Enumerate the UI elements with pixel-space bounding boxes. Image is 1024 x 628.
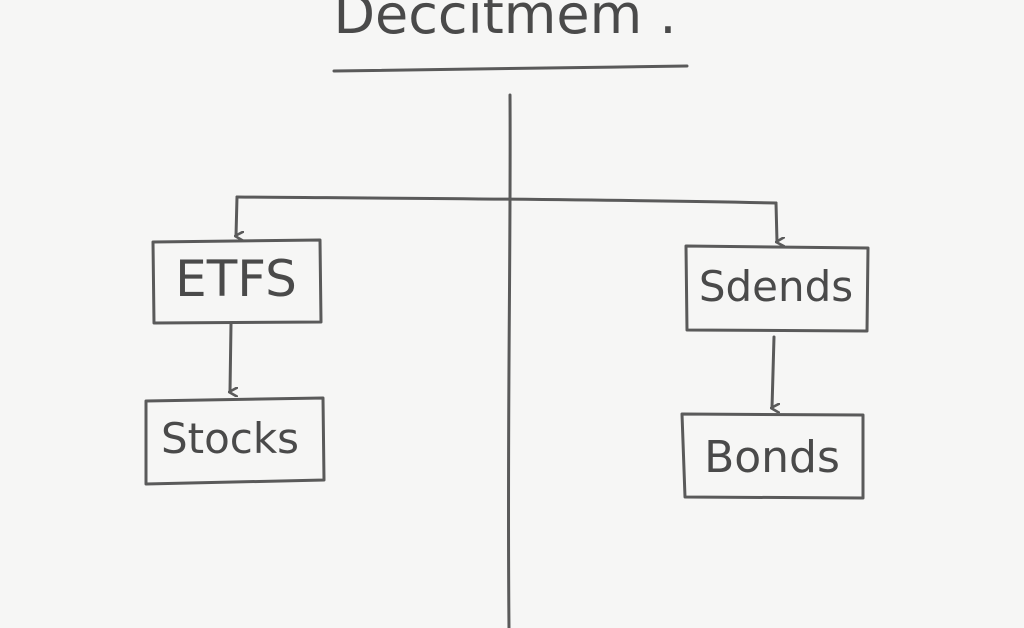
sdends-label: Sdends <box>699 262 853 311</box>
stocks-box <box>144 396 326 486</box>
center-divider-line <box>506 93 512 628</box>
branch-connector-line <box>235 195 778 205</box>
sdends-box <box>684 244 870 333</box>
arrow-sdends-to-bonds <box>772 335 774 408</box>
etfs-box <box>151 238 323 325</box>
diagram-title: Deccitmem . <box>333 0 676 46</box>
arrow-to-etfs <box>236 195 237 236</box>
title-underline <box>332 64 689 73</box>
arrow-to-sdends <box>774 201 777 242</box>
etfs-label: ETFS <box>175 250 297 308</box>
bonds-label: Bonds <box>704 432 840 483</box>
arrow-etfs-to-stocks <box>230 322 231 392</box>
stocks-label: Stocks <box>161 414 299 463</box>
bonds-box <box>680 412 865 500</box>
